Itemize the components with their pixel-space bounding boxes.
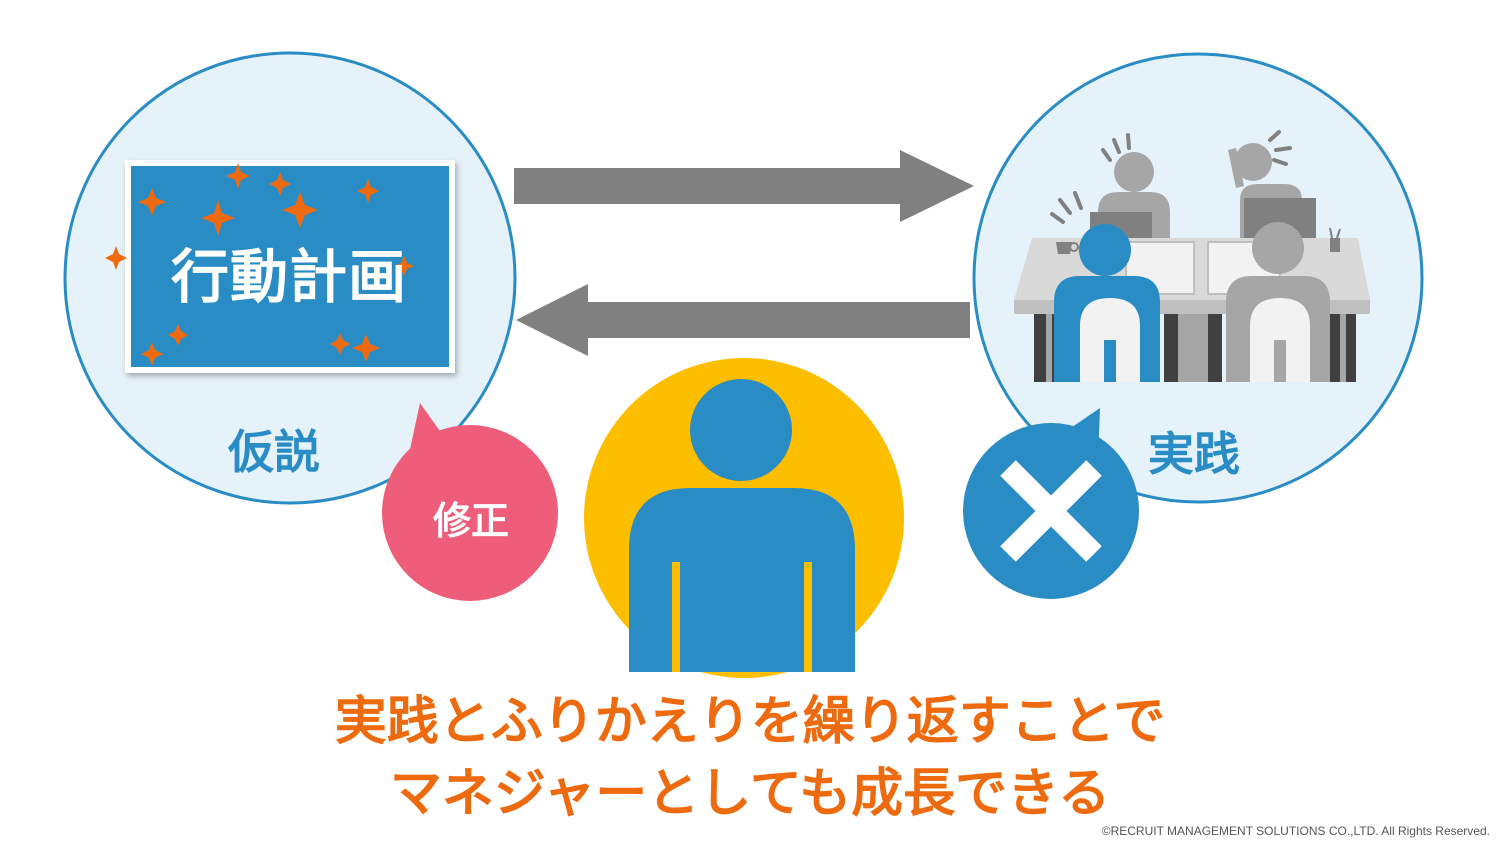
cross-icon — [1000, 460, 1102, 562]
message-line-2: マネジャーとしても成長できる — [389, 764, 1111, 824]
office-scene-illustration — [1014, 130, 1370, 382]
person-icon — [629, 379, 855, 672]
correction-bubble-text: 修正 — [432, 499, 509, 543]
return-arrow — [516, 284, 970, 356]
sparkle-icons — [105, 163, 414, 366]
failure-bubble — [963, 408, 1139, 599]
copyright-notice: ©RECRUIT MANAGEMENT SOLUTIONS CO.,LTD. A… — [1101, 824, 1490, 838]
plan-card-text: 行動計画 — [170, 243, 407, 311]
growth-message: 実践とふりかえりを繰り返すことで マネジャーとしても成長できる — [0, 686, 1500, 830]
message-line-1: 実践とふりかえりを繰り返すことで — [334, 692, 1166, 752]
practice-label: 実践 — [1148, 427, 1240, 481]
hypothesis-label: 仮説 — [228, 425, 320, 479]
center-person — [584, 358, 904, 678]
forward-arrow — [514, 150, 974, 222]
correction-bubble — [382, 403, 558, 601]
